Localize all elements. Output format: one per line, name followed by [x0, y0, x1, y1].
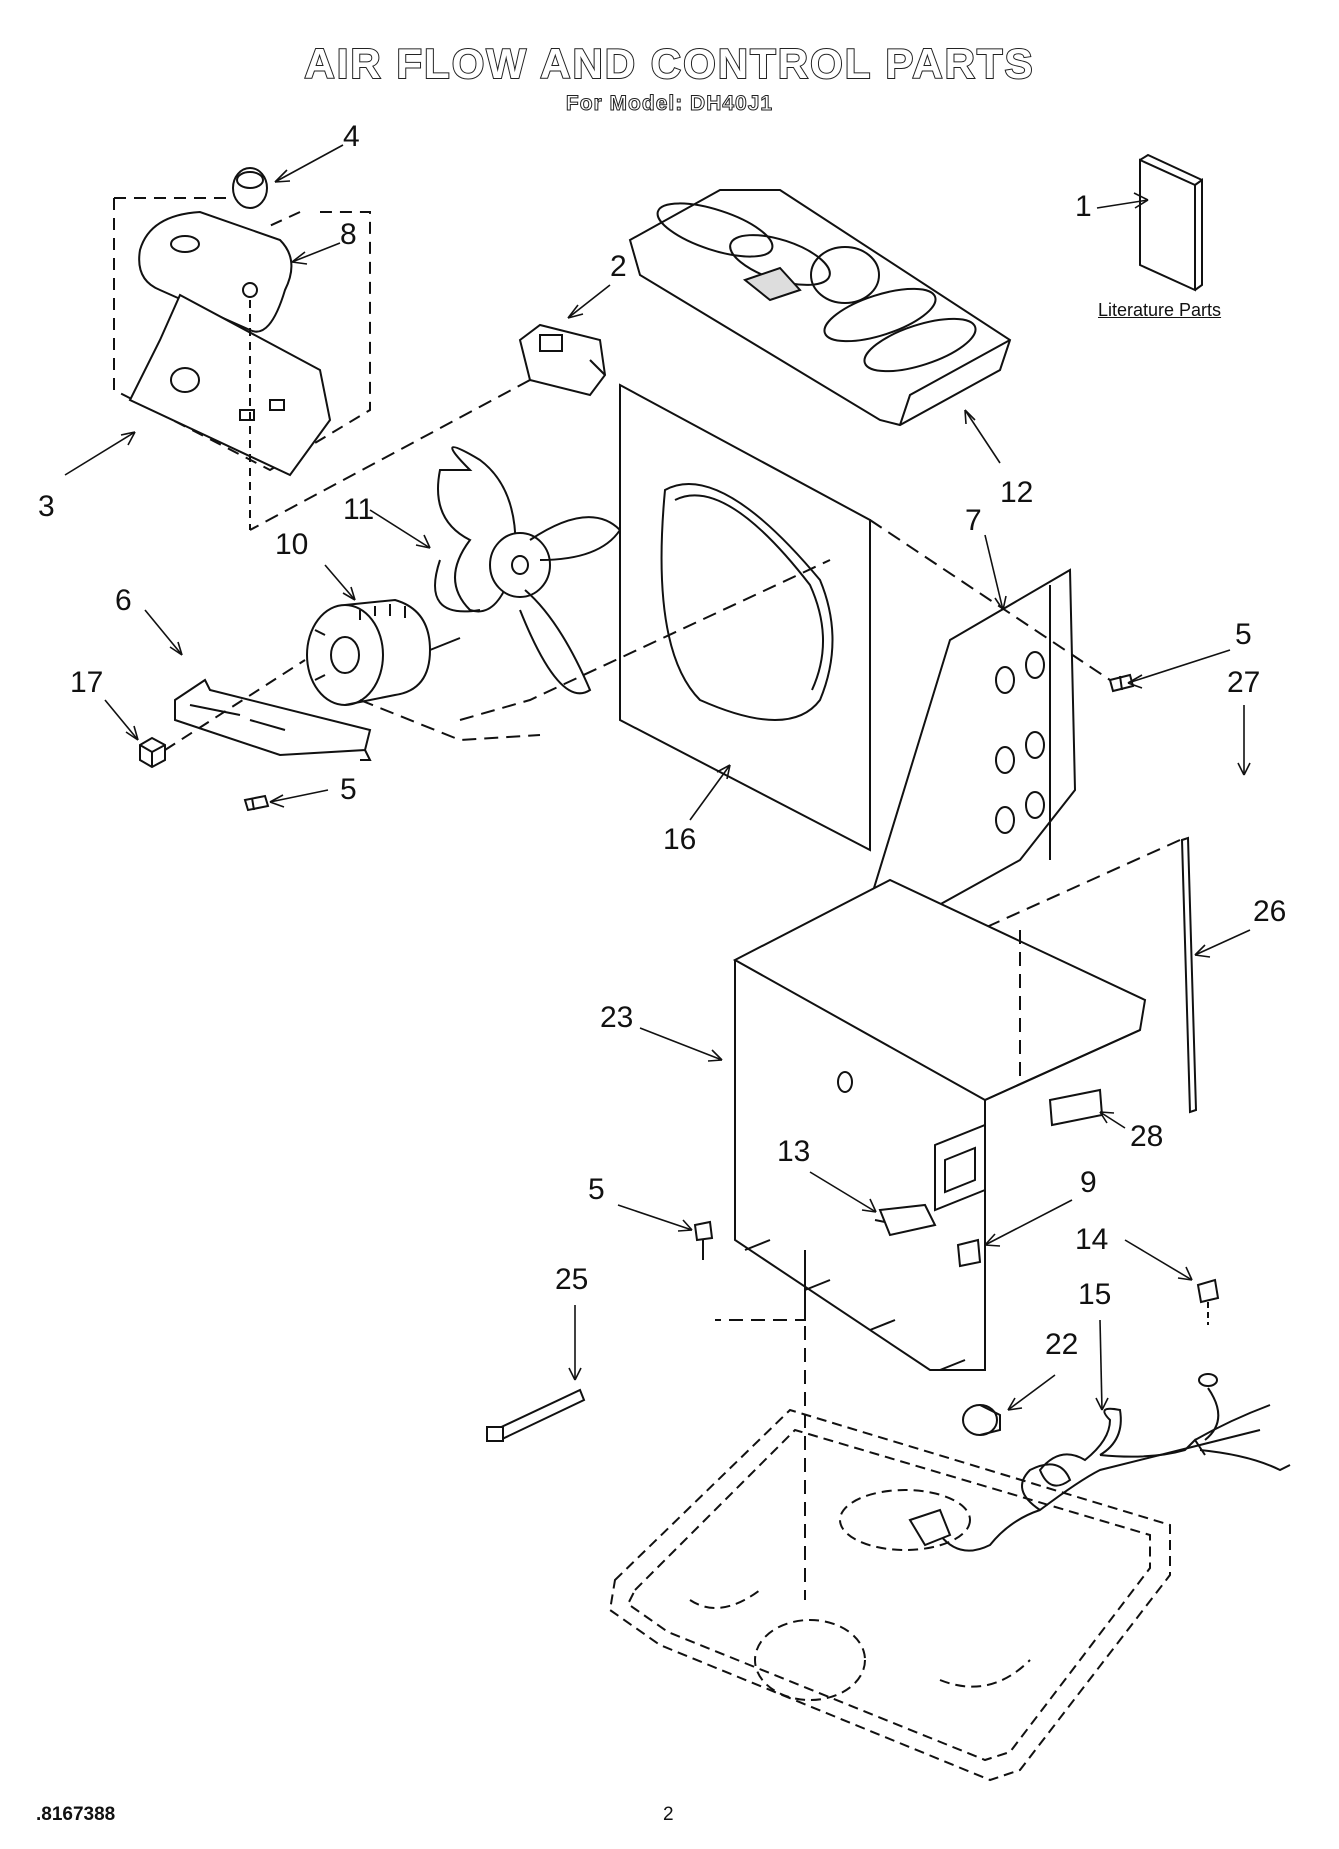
page-number: 2 [663, 1804, 674, 1825]
callout-25: 25 [555, 1263, 589, 1296]
part-motor-bracket [174, 678, 372, 761]
part-nut [139, 736, 166, 769]
callout-23: 23 [600, 1001, 634, 1034]
part-strain-relief [962, 1404, 1001, 1436]
callout-10: 10 [275, 528, 309, 561]
callout-9: 9 [1080, 1166, 1097, 1199]
callout-2: 2 [610, 250, 627, 283]
part-switch-small [874, 1203, 937, 1237]
callout-4: 4 [343, 120, 360, 153]
callout-7: 7 [965, 504, 982, 537]
callout-17: 17 [70, 666, 104, 699]
part-screw [243, 794, 270, 812]
part-cabinet [715, 878, 1147, 1371]
part-overlay [138, 210, 293, 333]
part-knob [232, 167, 268, 209]
page-title: AIR FLOW AND CONTROL PARTS [303, 39, 1035, 88]
control-assembly-outline [113, 197, 371, 472]
part-base-pan [608, 1260, 1171, 1782]
model-subtitle: For Model: DH40J1 [565, 92, 774, 116]
part-motor [306, 598, 461, 706]
part-screw [1196, 1278, 1220, 1387]
part-bracket-plate [853, 519, 1111, 962]
part-clip [1048, 1088, 1104, 1127]
callout-5-lower: 5 [588, 1173, 605, 1206]
callout-3: 3 [38, 490, 55, 523]
literature-parts-label: Literature Parts [1098, 300, 1222, 320]
part-rod [1180, 836, 1198, 1114]
callout-12: 12 [1000, 476, 1034, 509]
callout-8: 8 [340, 218, 357, 251]
document-number: .8167388 [36, 1804, 116, 1825]
callout-22: 22 [1045, 1328, 1079, 1361]
part-switch [518, 323, 607, 397]
callout-arrows [64, 144, 1251, 1411]
callout-11: 11 [343, 493, 375, 526]
part-fan-blade [434, 446, 622, 695]
callout-15: 15 [1078, 1278, 1112, 1311]
callout-5-right: 5 [1235, 618, 1252, 651]
callout-28: 28 [1130, 1120, 1164, 1153]
part-clip-small [956, 1238, 982, 1268]
part-top-grille [628, 189, 1012, 427]
part-fan-shroud [359, 383, 871, 852]
callout-16: 16 [663, 823, 697, 856]
part-screw [1108, 673, 1135, 693]
callout-13: 13 [777, 1135, 811, 1168]
callout-27: 27 [1227, 666, 1261, 699]
callout-26: 26 [1253, 895, 1287, 928]
callout-6: 6 [115, 584, 132, 617]
part-control-housing [128, 293, 332, 477]
part-power-cord [908, 1387, 1291, 1552]
callout-14: 14 [1075, 1223, 1109, 1256]
part-literature [1139, 153, 1203, 292]
part-screw [693, 1220, 714, 1260]
callout-1: 1 [1075, 190, 1092, 223]
callout-5-left: 5 [340, 773, 357, 806]
part-cable-tie [486, 1388, 586, 1442]
